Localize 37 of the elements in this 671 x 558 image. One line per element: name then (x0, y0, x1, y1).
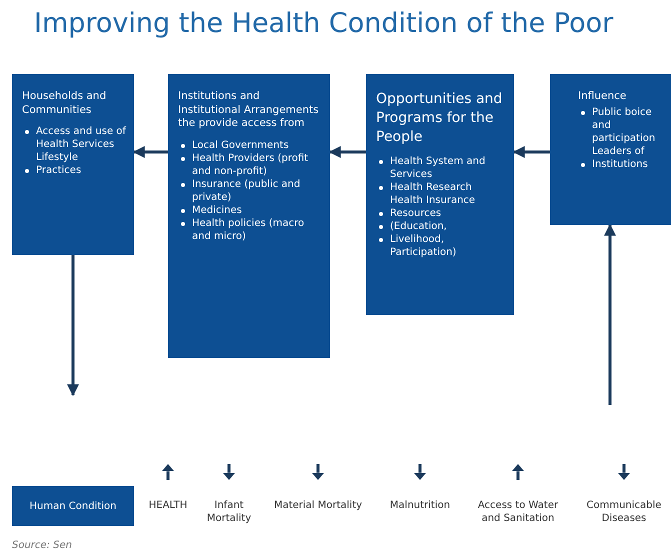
arrow (67, 255, 79, 396)
box-heading: Institutions and Institutional Arrangements the provide access from (178, 90, 320, 131)
box-heading: Households and Communities (22, 90, 108, 118)
process-box (12, 74, 134, 255)
source-caption: Source: Sen (12, 540, 72, 551)
indicator-label: Access to Water and Sanitation (476, 500, 560, 525)
box-heading: Human Condition (30, 500, 116, 512)
bullet-item: Local Governments (192, 140, 289, 151)
process-box (366, 74, 514, 315)
indicator-label: Communicable Diseases (586, 500, 662, 525)
process-box (550, 74, 671, 225)
bullet-item: Insurance (public and private) (192, 178, 300, 203)
arrow (328, 146, 366, 158)
indicator-label: Malnutrition (388, 500, 452, 512)
arrow (512, 146, 550, 158)
box-heading: Opportunities and Programs for the People (376, 90, 504, 147)
bullet-item: Health Research Health Insurance (390, 182, 476, 206)
bullet-item: Public boice and participation Leaders of (592, 106, 656, 157)
arrow (132, 146, 168, 158)
process-box (168, 74, 330, 358)
bullet-item: Resources (390, 208, 442, 219)
bullet-item: Health policies (macro and micro) (192, 218, 304, 242)
bullet-item: Health System and Services (390, 156, 486, 180)
box-heading: Influence (578, 90, 628, 104)
bullet-item: Practices (36, 165, 82, 176)
process-box (12, 486, 134, 526)
bullet-item: Medicines (192, 204, 242, 216)
indicator-label: Infant Mortality (206, 500, 252, 525)
bullet-item: Institutions (592, 158, 648, 170)
bullet-item: Access and use of Health Services Lifestyle (36, 126, 126, 164)
indicator-label: Material Mortality (272, 500, 364, 512)
title: Improving the Health Condition of the Poor (34, 8, 614, 39)
bullet-item: (Education, (390, 220, 447, 232)
indicator-label: HEALTH (148, 500, 188, 512)
bullet-item: Livelihood, Participation) (390, 234, 456, 258)
bullet-item: Health Providers (profit and non-profit) (192, 152, 308, 177)
arrow (604, 224, 616, 405)
